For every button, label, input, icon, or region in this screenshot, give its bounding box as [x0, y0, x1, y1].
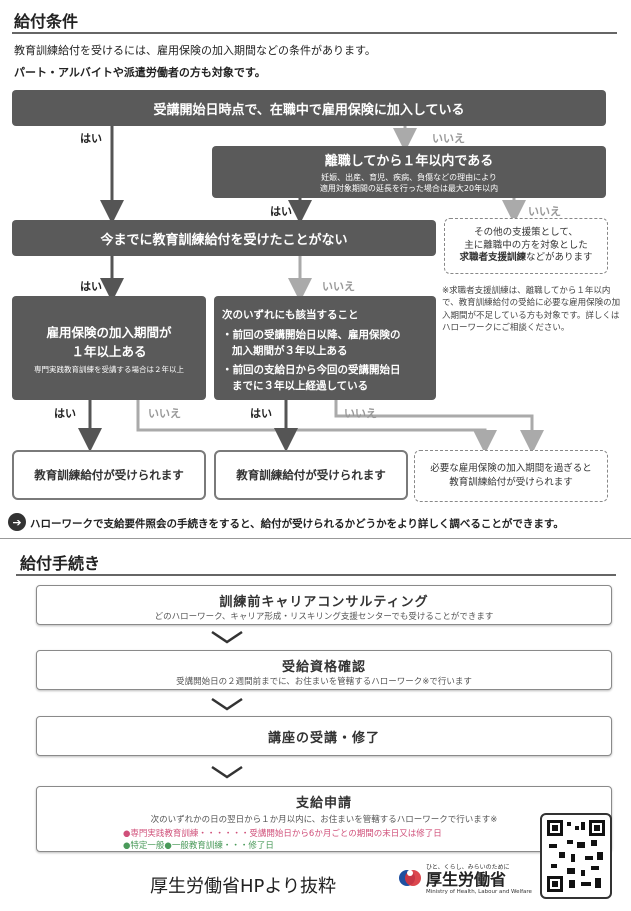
- job-seeker-training: 求職者支援訓練: [459, 252, 526, 264]
- section-title-conditions: 給付条件: [14, 12, 79, 31]
- qr-code[interactable]: [540, 813, 612, 899]
- bullet-green-b: ●一般教育訓練・・・修了日: [164, 841, 274, 851]
- job-seeker-memo: ※求職者支援訓練は、離職してから１年以内で、教育訓練給付の受給に必要な雇用保険の…: [442, 286, 621, 333]
- result-eligible-1: 教育訓練給付が受けられます: [12, 450, 206, 500]
- question-insured: 受講開始日時点で、在職中で雇用保険に加入している: [12, 90, 606, 126]
- step-title: 支給申請: [295, 796, 352, 811]
- step-sub: 受講開始日の２週間前までに、お住まいを管轄するハローワーク※で行います: [176, 677, 472, 687]
- other-support-tail: などがあります: [526, 252, 593, 264]
- bullet-green-a: ●特定一般: [123, 841, 165, 851]
- flowchart-arrows: [78, 126, 544, 454]
- result-after-period-line1: 必要な雇用保険の加入期間を過ぎると: [430, 462, 592, 474]
- step-eligibility-check: 受給資格確認 受講開始日の２週間前までに、お住まいを管轄するハローワーク※で行い…: [36, 650, 612, 690]
- condition-item1b: 加入期間が３年以上ある: [232, 344, 348, 357]
- condition-item1a: ・前回の受講開始日以降、雇用保険の: [222, 328, 401, 341]
- eligibility-note: パート・アルバイトや派遣労働者の方も対象です。: [14, 66, 266, 79]
- label-no: いいえ: [344, 407, 377, 420]
- label-yes: はい: [80, 132, 102, 145]
- chevron-down-icon: [211, 765, 243, 779]
- label-no: いいえ: [528, 205, 561, 218]
- question-insured-period-sub: 専門実践教育訓練を受講する場合は２年以上: [34, 364, 184, 374]
- label-yes: はい: [270, 205, 292, 218]
- question-insured-period-title2: １年以上ある: [71, 343, 147, 359]
- chevron-down-icon: [211, 630, 243, 644]
- question-never-received: 今までに教育訓練給付を受けたことがない: [12, 220, 436, 256]
- page-divider: [0, 538, 631, 539]
- intro-text: 教育訓練給付を受けるには、雇用保険の加入期間などの条件があります。: [14, 44, 376, 57]
- mhlw-logo-tagline: ひと、くらし、みらいのために: [426, 864, 510, 871]
- step-course-completion: 講座の受講・修了: [36, 716, 612, 756]
- bullet-specialized: ●専門実践教育訓練・・・・・・受講開始日から6か月ごとの期間の末日又は修了日: [37, 827, 611, 839]
- question-insured-period-title1: 雇用保険の加入期間が: [46, 324, 172, 340]
- source-credit: 厚生労働省HPより抜粋: [150, 876, 337, 897]
- bullet-general: ●特定一般●一般教育訓練・・・修了日: [37, 839, 611, 851]
- bullet-pink-text: ●専門実践教育訓練・・・・・・受講開始日から6か月ごとの期間の末日又は修了日: [123, 829, 442, 839]
- section-divider: [16, 574, 616, 576]
- step-sub: 次のいずれかの日の翌日から１か月以内に、お住まいを管轄するハローワークで行います…: [150, 815, 498, 825]
- mhlw-logo-icon: [398, 866, 422, 890]
- question-insured-period: 雇用保険の加入期間が １年以上ある 専門実践教育訓練を受講する場合は２年以上: [12, 296, 206, 400]
- label-yes: はい: [54, 407, 76, 420]
- step-title: 受給資格確認: [281, 660, 366, 675]
- question-all-conditions-head: 次のいずれにも該当すること: [222, 309, 359, 321]
- step-career-consulting: 訓練前キャリアコンサルティング どのハローワーク、キャリア形成・リスキリング支援…: [36, 585, 612, 625]
- result-eligible-2: 教育訓練給付が受けられます: [214, 450, 408, 500]
- label-no: いいえ: [322, 280, 355, 293]
- step-sub: どのハローワーク、キャリア形成・リスキリング支援センターでも受けることができます: [154, 612, 494, 622]
- arrow-circle-icon: ➔: [8, 513, 26, 531]
- condition-item2b: までに３年以上経過している: [232, 380, 369, 392]
- qr-code-image: [547, 820, 605, 892]
- section-divider: [12, 32, 617, 34]
- mhlw-logo: ひと、くらし、みらいのために 厚生労働省 Ministry of Health,…: [426, 862, 532, 895]
- question-left-job-title: 離職してから１年以内である: [324, 154, 494, 169]
- question-left-job-sub2: 適用対象期間の延長を行った場合は最大20年以内: [319, 184, 499, 193]
- step-title: 講座の受講・修了: [267, 730, 380, 746]
- mhlw-logo-english: Ministry of Health, Labour and Welfare: [426, 888, 532, 895]
- condition-item2a: ・前回の支給日から今回の受講開始日: [222, 364, 401, 377]
- mhlw-logo-name: 厚生労働省: [426, 870, 507, 889]
- other-support-line1: その他の支援策として、: [474, 226, 578, 238]
- question-all-conditions: 次のいずれにも該当すること ・前回の受講開始日以降、雇用保険の 加入期間が３年以…: [214, 296, 436, 400]
- section-title-procedure: 給付手続き: [20, 554, 101, 573]
- result-after-period: 必要な雇用保険の加入期間を過ぎると 教育訓練給付が受けられます: [414, 450, 608, 502]
- question-left-job: 離職してから１年以内である 妊娠、出産、育児、疾病、負傷などの理由により 適用対…: [212, 146, 606, 198]
- question-left-job-sub1: 妊娠、出産、育児、疾病、負傷などの理由により: [321, 173, 497, 182]
- label-no: いいえ: [432, 132, 465, 145]
- step-title: 訓練前キャリアコンサルティング: [219, 595, 429, 610]
- result-after-period-line2: 教育訓練給付が受けられます: [449, 477, 573, 488]
- label-no: いいえ: [148, 407, 181, 420]
- chevron-down-icon: [211, 697, 243, 711]
- other-support-line2: 主に離職中の方を対象とした: [464, 239, 588, 251]
- label-yes: はい: [250, 407, 272, 420]
- label-yes: はい: [80, 280, 102, 293]
- other-support-box: その他の支援策として、 主に離職中の方を対象とした 求職者支援訓練などがあります: [444, 218, 608, 274]
- step-payment-application: 支給申請 次のいずれかの日の翌日から１か月以内に、お住まいを管轄するハローワーク…: [36, 786, 612, 852]
- hello-work-hint: ハローワークで支給要件照会の手続きをすると、給付が受けられるかどうかをより詳しく…: [30, 518, 564, 530]
